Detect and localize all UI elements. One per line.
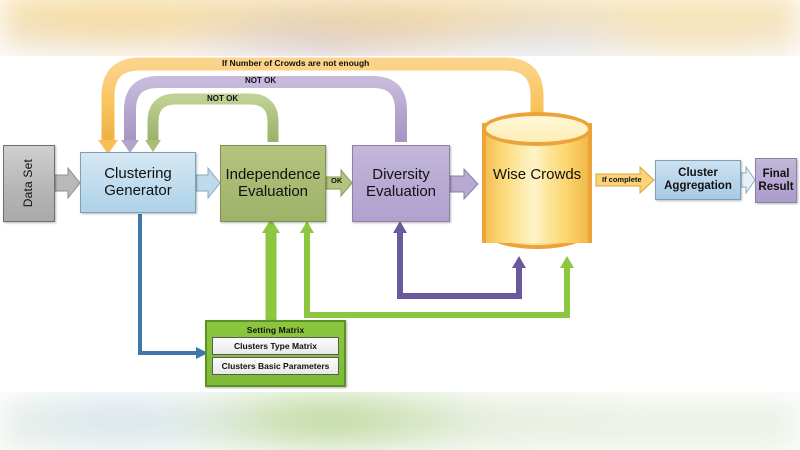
setting-matrix-row-label: Clusters Type Matrix (234, 341, 317, 351)
arrow-aggregation-to-final (740, 165, 756, 195)
clustering-generator-label-2: Generator (104, 181, 172, 199)
edge-setting-to-independence (262, 219, 280, 322)
data-set-label: Data Set (21, 159, 36, 208)
independence-evaluation-label-1: Independence (225, 166, 321, 183)
diversity-evaluation-label-2: Evaluation (365, 182, 437, 200)
node-wise-crowds[interactable]: Wise Crowds (482, 112, 592, 254)
node-data-set[interactable]: Data Set (3, 145, 55, 222)
setting-matrix-row-clusters-params[interactable]: Clusters Basic Parameters (212, 357, 339, 375)
label-not-ok-independence: NOT OK (207, 94, 239, 103)
edge-clustering-to-setting (138, 214, 208, 359)
arrow-dataset-to-clustering (54, 166, 81, 200)
loop-crowds-not-enough (98, 57, 544, 154)
label-crowds-not-enough: If Number of Crowds are not enough (222, 58, 370, 68)
edge-crowds-to-independence (300, 221, 574, 318)
node-independence-evaluation[interactable]: Independence Evaluation (220, 145, 326, 222)
arrow-clustering-to-independence (195, 166, 221, 200)
cylinder-top-ellipse (482, 112, 592, 146)
cluster-aggregation-label-1: Cluster (678, 167, 718, 180)
diversity-evaluation-label-1: Diversity (372, 166, 430, 183)
label-if-complete: If complete (602, 175, 642, 184)
label-ok: OK (331, 176, 343, 185)
wise-crowds-label-2: Crowds (530, 166, 582, 183)
loop-not-ok-diversity (121, 76, 407, 153)
loop-not-ok-independence (145, 93, 279, 152)
setting-matrix-row-label: Clusters Basic Parameters (221, 361, 330, 371)
wise-crowds-label-1: Wise (492, 166, 527, 183)
setting-matrix-row-clusters-type[interactable]: Clusters Type Matrix (212, 337, 339, 355)
edge-crowds-to-diversity (393, 221, 526, 299)
independence-evaluation-label-2: Evaluation (237, 182, 309, 200)
top-blur-band (0, 0, 800, 60)
cluster-aggregation-label-2: Aggregation (664, 180, 732, 192)
node-setting-matrix[interactable]: Setting Matrix Clusters Type Matrix Clus… (205, 320, 346, 387)
node-diversity-evaluation[interactable]: Diversity Evaluation (352, 145, 450, 222)
arrow-crowds-to-aggregation (595, 165, 655, 195)
bottom-blur-band (0, 390, 800, 450)
label-not-ok-diversity: NOT OK (245, 76, 277, 85)
arrow-diversity-to-crowds (449, 167, 479, 201)
node-final-result[interactable]: Final Result (755, 158, 797, 203)
arrow-independence-to-diversity (325, 168, 353, 198)
node-clustering-generator[interactable]: Clustering Generator (80, 152, 196, 213)
final-result-label-2: Result (758, 180, 794, 193)
clustering-generator-label-1: Clustering (104, 165, 172, 182)
wise-crowds-label: Wise Crowds (482, 166, 592, 185)
node-cluster-aggregation[interactable]: Cluster Aggregation (655, 160, 741, 200)
final-result-label-1: Final (762, 167, 790, 180)
setting-matrix-title: Setting Matrix (246, 325, 305, 335)
